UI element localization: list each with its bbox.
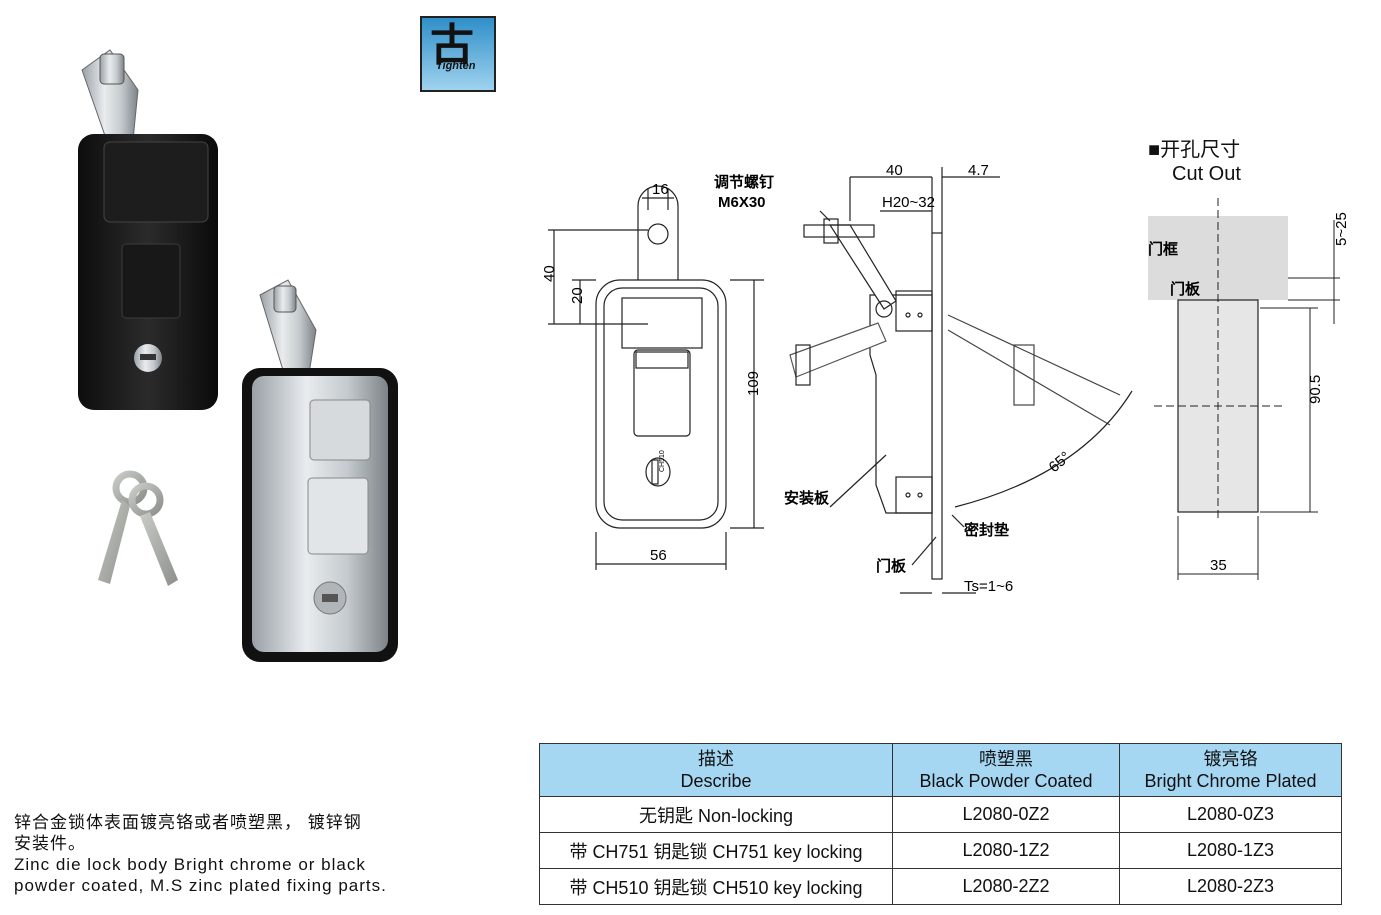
description-en-1: Zinc die lock body Bright chrome or blac… <box>14 855 366 874</box>
black-lock-photo <box>78 49 218 410</box>
cutout-title-zh: ■开孔尺寸 <box>1148 139 1241 161</box>
cutout-drawing: 门框 门板 5~25 90.5 35 <box>1148 198 1350 580</box>
dim-56: 56 <box>650 547 667 564</box>
cell-desc: 无钥匙 Non-locking <box>539 796 893 833</box>
cutout-title-en: Cut Out <box>1172 163 1241 185</box>
dim-40: 40 <box>541 265 558 282</box>
dim-side-40: 40 <box>886 162 903 179</box>
front-view-drawing: 16 40 20 109 56 CH510 <box>541 181 764 570</box>
cell-chrome: L2080-0Z3 <box>1119 796 1342 833</box>
dim-35: 35 <box>1210 557 1227 574</box>
door-frame-label: 门框 <box>1148 240 1178 258</box>
chrome-lock-photo <box>242 279 398 662</box>
description-zh-1: 锌合金锁体表面镀亮铬或者喷塑黑， 镀锌钢 <box>14 813 362 832</box>
adjust-screw-label: 调节螺钉 <box>714 173 774 191</box>
side-view-drawing: 调节螺钉 M6X30 40 4.7 H20~32 安装板 密封垫 门板 Ts=1… <box>714 162 1133 595</box>
description-en-2: powder coated, M.S zinc plated fixing pa… <box>14 876 387 895</box>
screw-spec-label: M6X30 <box>718 194 766 211</box>
thickness-label: Ts=1~6 <box>964 578 1013 595</box>
cell-desc: 带 CH510 钥匙锁 CH510 key locking <box>539 868 893 905</box>
table-row: 带 CH751 钥匙锁 CH751 key locking L2080-1Z2 … <box>539 832 1342 869</box>
table-row: 带 CH510 钥匙锁 CH510 key locking L2080-2Z2 … <box>539 868 1342 905</box>
dim-5-25: 5~25 <box>1333 212 1350 246</box>
cutout-door-panel-label: 门板 <box>1170 280 1201 298</box>
product-photos <box>78 49 398 662</box>
cutout-title: ■开孔尺寸 Cut Out <box>1148 138 1241 186</box>
table-row: 无钥匙 Non-locking L2080-0Z2 L2080-0Z3 <box>539 796 1342 833</box>
keys-photo <box>98 470 178 586</box>
description-zh-2: 安装件。 <box>14 834 86 853</box>
angle-label: 65° <box>1046 448 1074 476</box>
cell-chrome: L2080-2Z3 <box>1119 868 1342 905</box>
logo-word: Tighten <box>436 60 476 72</box>
dim-16: 16 <box>652 181 669 198</box>
dim-90-5: 90.5 <box>1307 375 1324 404</box>
cell-desc: 带 CH751 钥匙锁 CH751 key locking <box>539 832 893 869</box>
door-panel-label: 门板 <box>876 557 907 575</box>
dim-h-range: H20~32 <box>882 194 935 211</box>
dim-4-7: 4.7 <box>968 162 989 179</box>
dim-20: 20 <box>569 287 586 304</box>
mount-plate-label: 安装板 <box>784 489 830 507</box>
brand-logo: 古 Tighten <box>420 16 496 92</box>
cell-chrome: L2080-1Z3 <box>1119 832 1342 869</box>
logo-glyph: 古 <box>430 20 474 71</box>
product-description: 锌合金锁体表面镀亮铬或者喷塑黑， 镀锌钢 安装件。 Zinc die lock … <box>14 812 434 896</box>
key-cylinder-label: CH510 <box>659 450 666 472</box>
cell-black: L2080-1Z2 <box>892 832 1120 869</box>
cell-black: L2080-0Z2 <box>892 796 1120 833</box>
dim-109: 109 <box>745 371 762 396</box>
cell-black: L2080-2Z2 <box>892 868 1120 905</box>
seal-label: 密封垫 <box>964 521 1009 539</box>
